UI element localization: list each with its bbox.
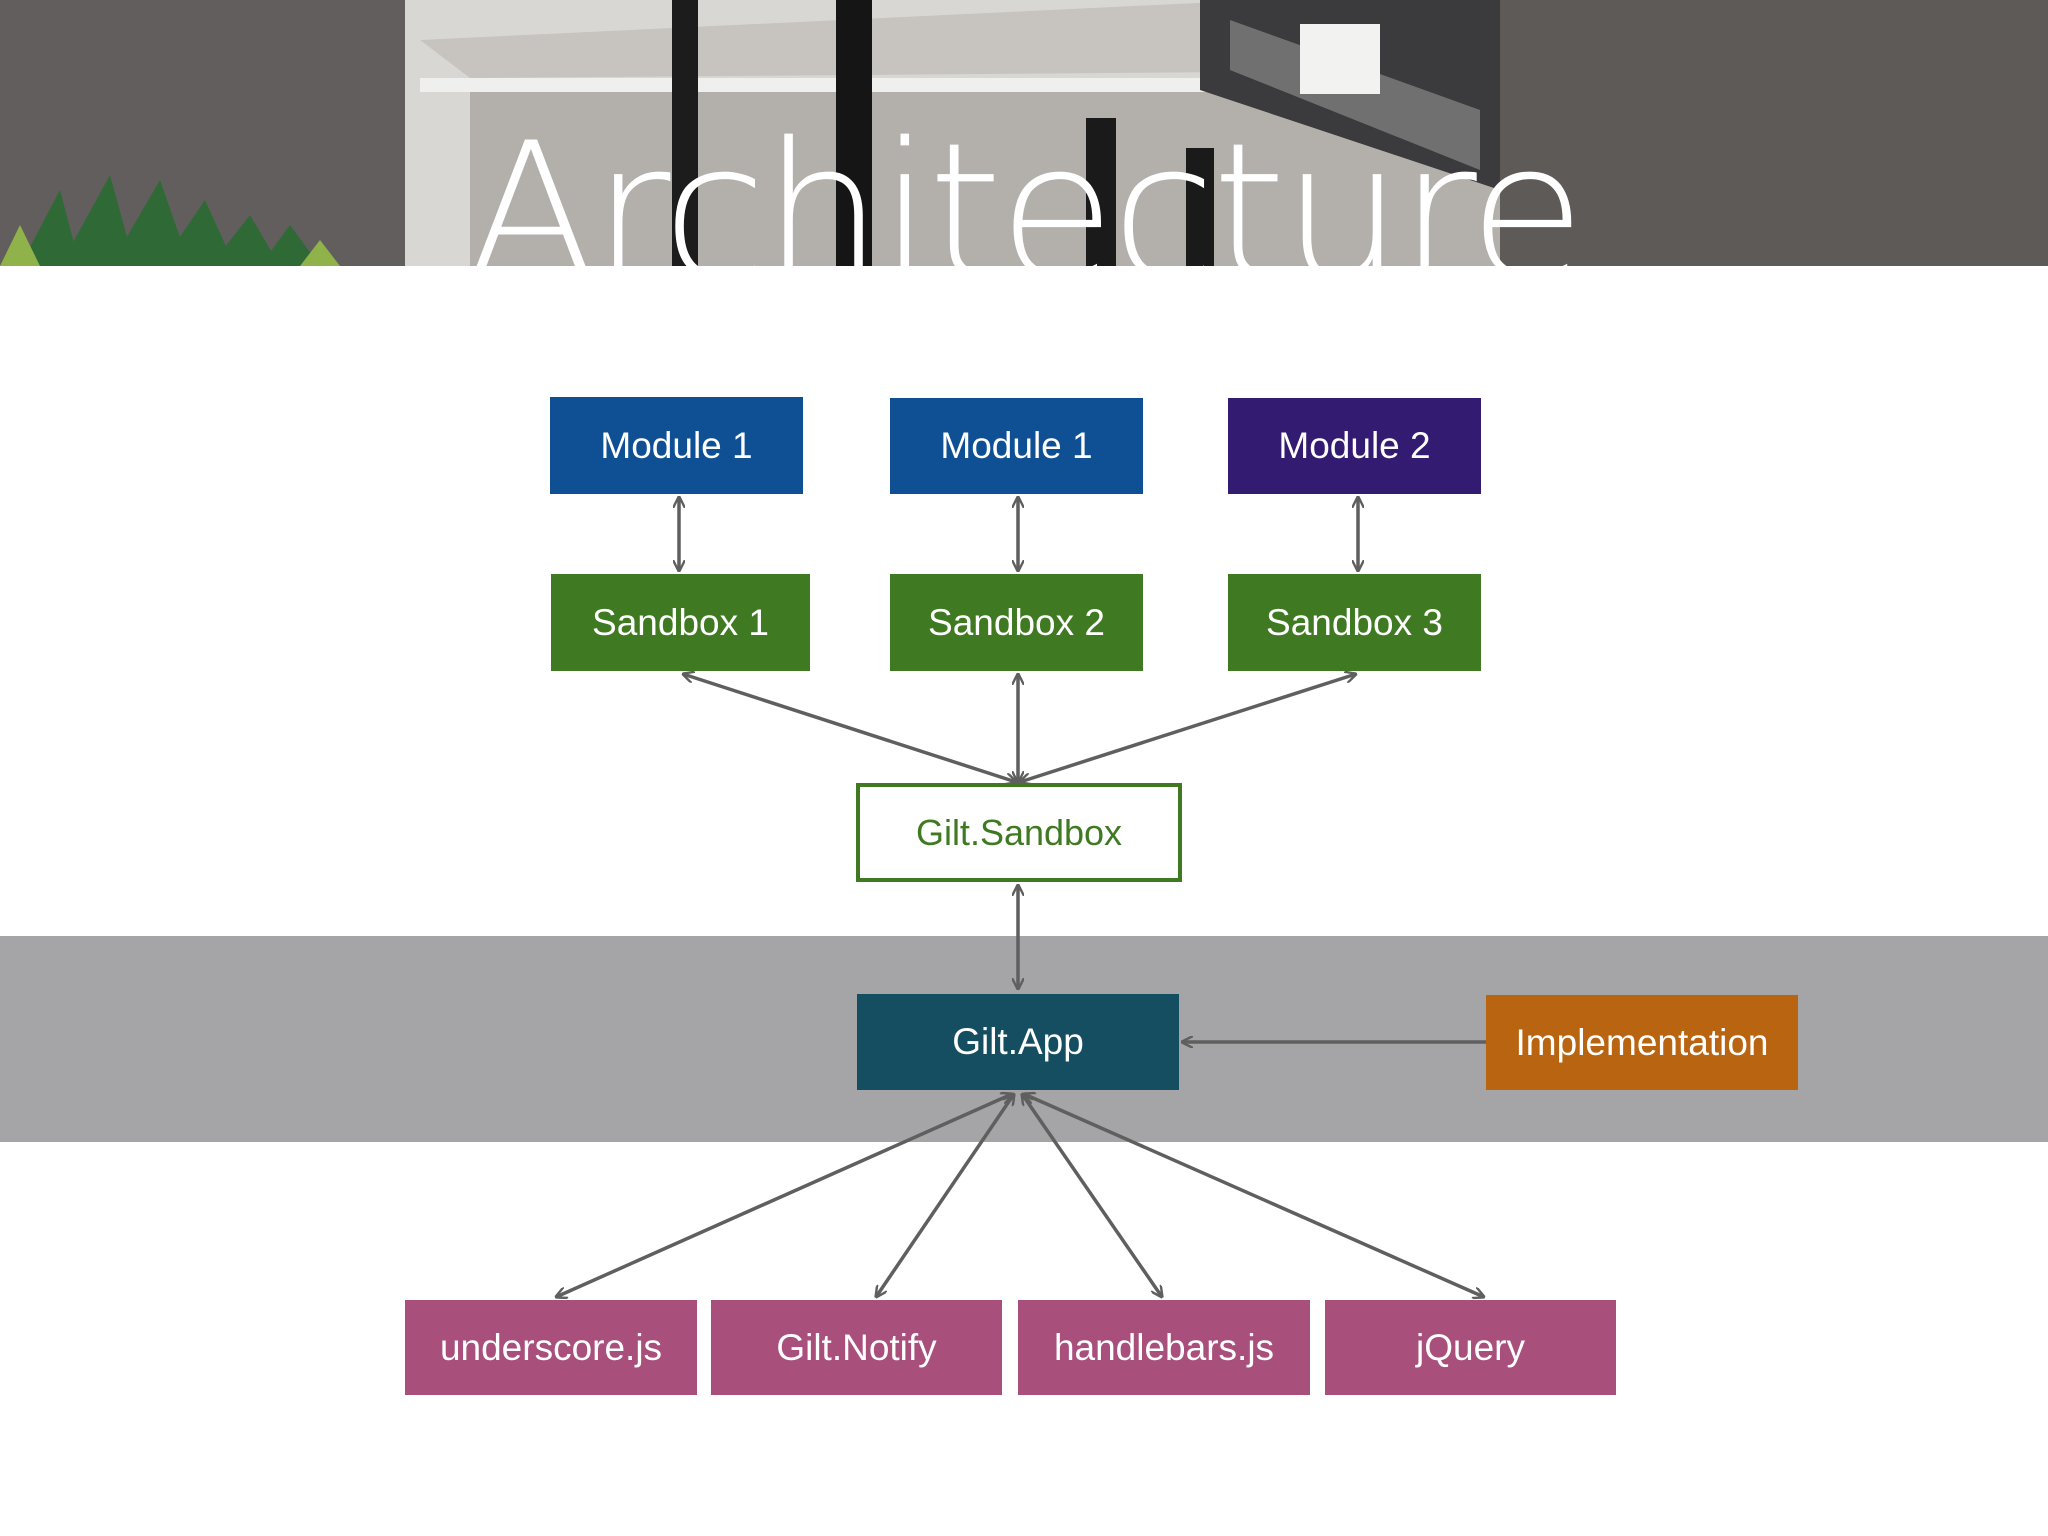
implementation-label: Implementation — [1515, 1021, 1769, 1063]
edge-sandbox1-core — [683, 674, 1016, 782]
edge-app-jquery — [1024, 1094, 1484, 1297]
implementation-node: Implementation — [1486, 995, 1798, 1090]
sandbox-node-1: Sandbox 1 — [551, 574, 810, 671]
library-node-underscore: underscore.js — [405, 1300, 697, 1395]
library-label: underscore.js — [439, 1326, 663, 1368]
edge-app-notify — [876, 1094, 1014, 1297]
module-node-3: Module 2 — [1228, 398, 1481, 494]
library-label: Gilt.Notify — [776, 1326, 937, 1368]
module-label: Module 2 — [1278, 425, 1431, 466]
module-label: Module 1 — [940, 425, 1093, 466]
sandbox-label: Sandbox 1 — [592, 601, 769, 643]
module-label: Module 1 — [600, 424, 753, 466]
header-photo: Architecture — [0, 0, 2048, 266]
module-node-1: Module 1 — [550, 397, 803, 494]
library-label: handlebars.js — [1053, 1326, 1275, 1368]
gilt-sandbox-label: Gilt.Sandbox — [915, 811, 1123, 853]
sandbox-label: Sandbox 3 — [1266, 601, 1443, 643]
library-node-handlebars: handlebars.js — [1018, 1300, 1310, 1395]
edge-sandbox3-core — [1020, 674, 1356, 782]
slide-title: Architecture — [466, 102, 1585, 267]
gilt-app-node: Gilt.App — [857, 994, 1179, 1090]
library-node-jquery: jQuery — [1325, 1300, 1616, 1395]
library-label: jQuery — [1416, 1326, 1525, 1368]
building-photo-illustration — [0, 0, 2048, 266]
gilt-sandbox-node: Gilt.Sandbox — [856, 783, 1182, 882]
sandbox-label: Sandbox 2 — [928, 601, 1105, 643]
module-node-2: Module 1 — [890, 398, 1143, 494]
library-node-gilt-notify: Gilt.Notify — [711, 1300, 1002, 1395]
sandbox-node-2: Sandbox 2 — [890, 574, 1143, 671]
sandbox-node-3: Sandbox 3 — [1228, 574, 1481, 671]
gilt-app-label: Gilt.App — [952, 1021, 1084, 1062]
